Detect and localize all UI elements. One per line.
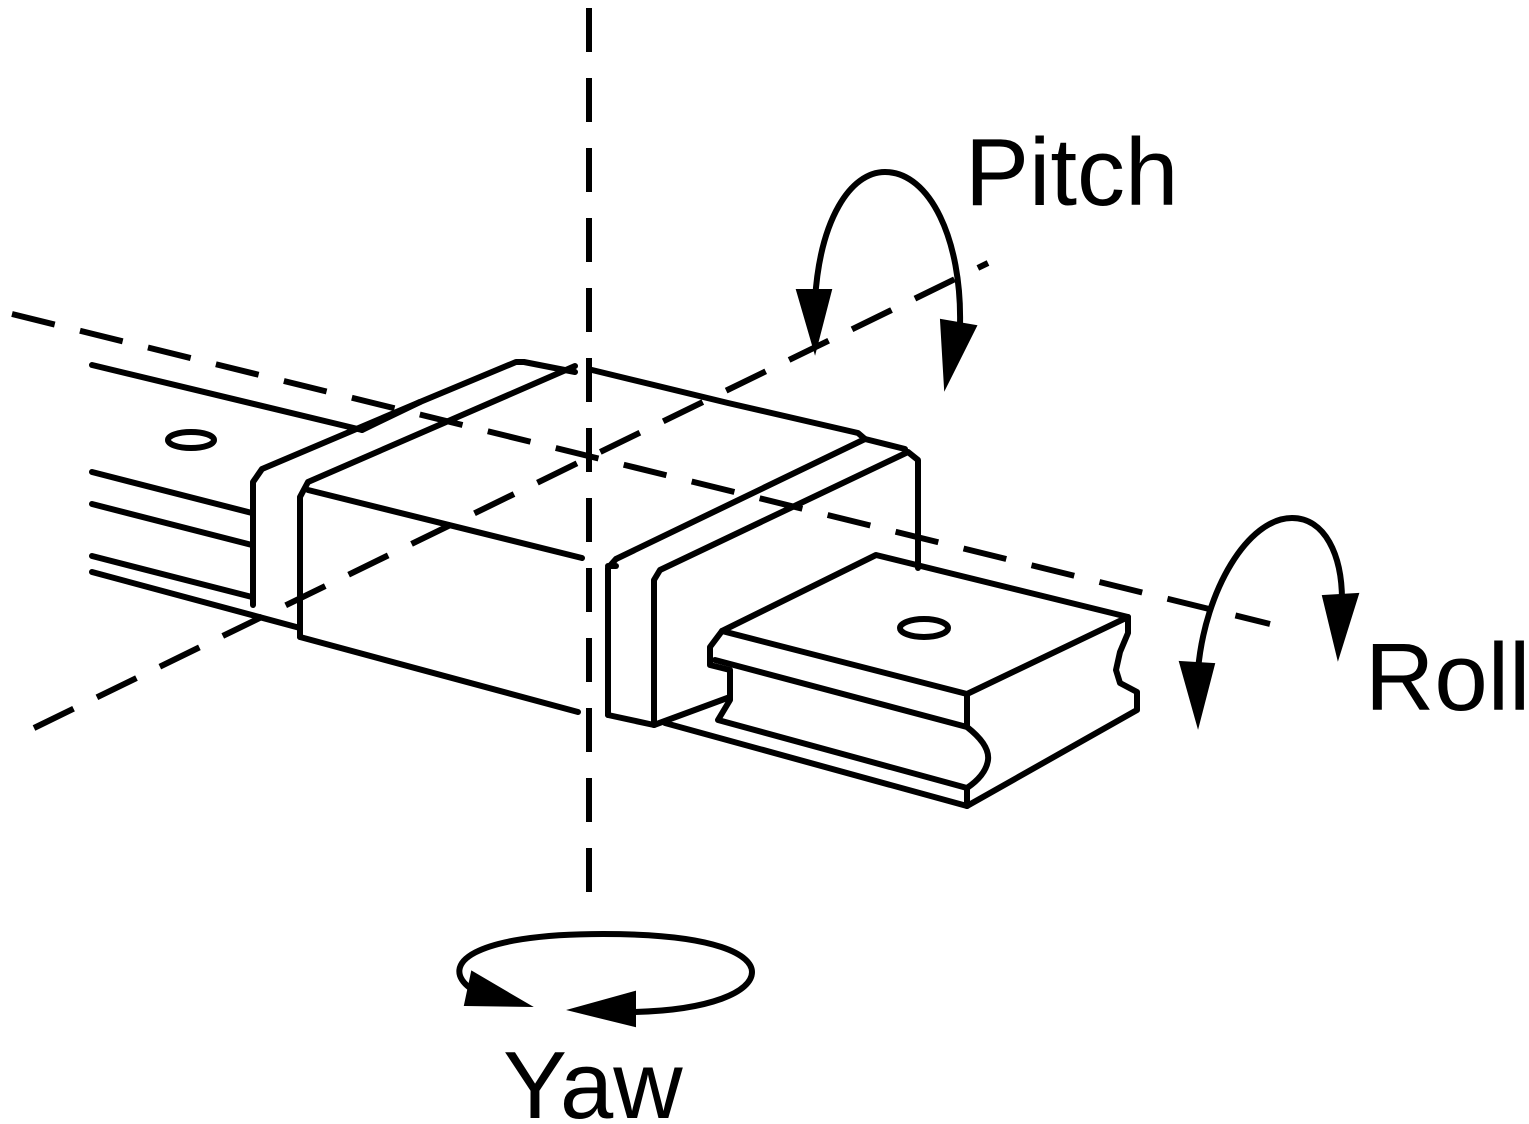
roll-axis: [11, 311, 1271, 627]
yaw-label: Yaw: [503, 1032, 683, 1124]
pitch-label: Pitch: [965, 119, 1178, 226]
rail-mounting-hole: [165, 429, 217, 451]
pitch-axis: [32, 260, 990, 731]
guide-rail-end: [662, 552, 1140, 809]
rail-end-mounting-hole: [897, 616, 951, 640]
guide-rail: [89, 362, 365, 631]
pitch-rotation-arrow: [795, 169, 978, 392]
axis-lines: [11, 8, 1271, 912]
roll-rotation-arrow: [1178, 515, 1360, 730]
roll-label: Roll: [1365, 624, 1529, 731]
yaw-rotation-arrow: [456, 931, 755, 1028]
carriage-block: [250, 359, 921, 728]
